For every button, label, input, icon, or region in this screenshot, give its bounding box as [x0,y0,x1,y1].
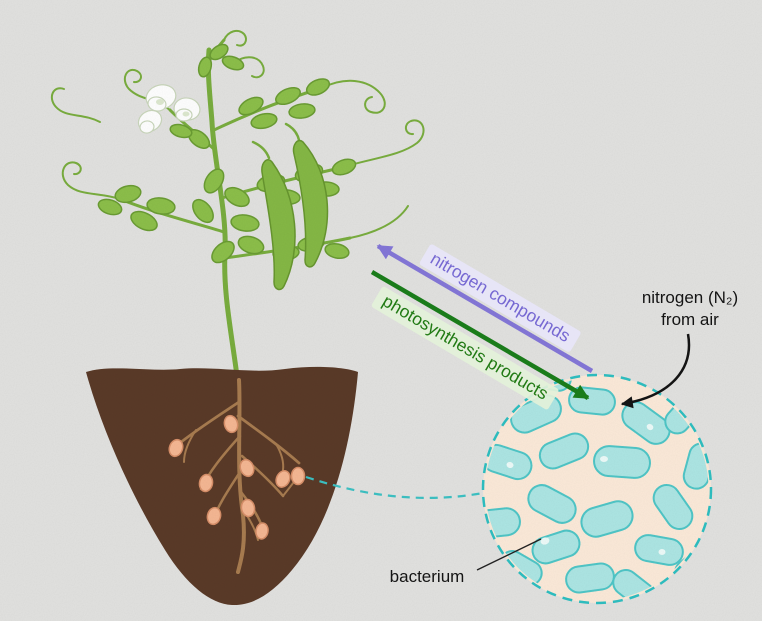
bacterium-shape [593,445,651,479]
label-nitrogen-from-air-line1: nitrogen (N₂) [641,287,739,307]
label-bacterium: bacterium [389,567,465,586]
root-nodule [290,466,306,486]
label-nitrogen-from-air: nitrogen (N₂) from air [642,287,738,331]
label-nitrogen-from-air-line2: from air [661,310,719,329]
